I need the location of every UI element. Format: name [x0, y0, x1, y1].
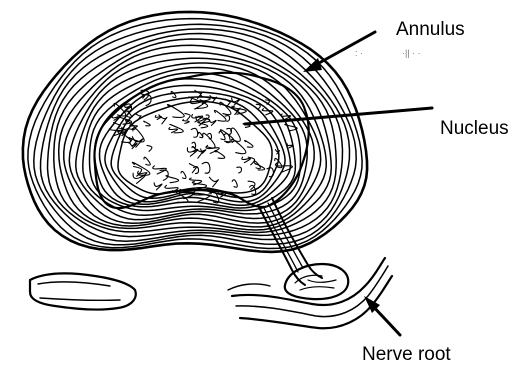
nucleus-scribble: [209, 177, 218, 187]
nucleus-scribble: [181, 171, 186, 178]
svg-text:: ·: : ·: [355, 48, 363, 58]
nucleus-scribble: [203, 133, 215, 148]
nucleus-scribble: [185, 113, 190, 119]
nucleus-scribble: [125, 105, 132, 110]
nucleus-scribble: [135, 114, 141, 121]
nucleus-scribble: [242, 157, 251, 163]
nucleus-label: Nucleus: [440, 118, 509, 139]
nucleus-scribble: [245, 140, 253, 147]
nucleus-scribble: [144, 121, 150, 126]
nucleus-scribble: [198, 132, 202, 137]
nucleus-scribble: [189, 164, 197, 173]
nucleus-scribble: [215, 151, 225, 159]
nucleus-scribble: [232, 180, 237, 187]
left-bone-fragment: [30, 273, 136, 309]
nerve-root-label: Nerve root: [362, 344, 451, 365]
svg-text:·|| · ·: ·|| · ·: [402, 48, 421, 58]
extruded-fragment: [285, 264, 348, 299]
nucleus-scribble: [154, 183, 162, 190]
nucleus-scribble: [155, 116, 161, 120]
nucleus-scribble: [214, 110, 226, 121]
nucleus-scribble: [209, 119, 216, 125]
nucleus-scribble: [144, 157, 150, 165]
nucleus-scribble: [202, 162, 210, 173]
nerve-root-leader: [364, 296, 400, 335]
annulus-label: Annulus: [396, 19, 465, 40]
nucleus-scribble: [169, 128, 178, 133]
nucleus-scribble: [237, 167, 242, 173]
annulus-ring: [76, 63, 314, 220]
nucleus-scribble: [166, 176, 179, 183]
nucleus-scribble: [191, 128, 197, 137]
nucleus-scribble: [183, 120, 190, 124]
nucleus-scribble: [147, 145, 152, 151]
nucleus-scribble: [285, 124, 297, 131]
annulus-rings: [23, 12, 367, 252]
nucleus-texture: [109, 90, 297, 203]
speckle-marks: : · ·|| · ·: [355, 48, 421, 58]
